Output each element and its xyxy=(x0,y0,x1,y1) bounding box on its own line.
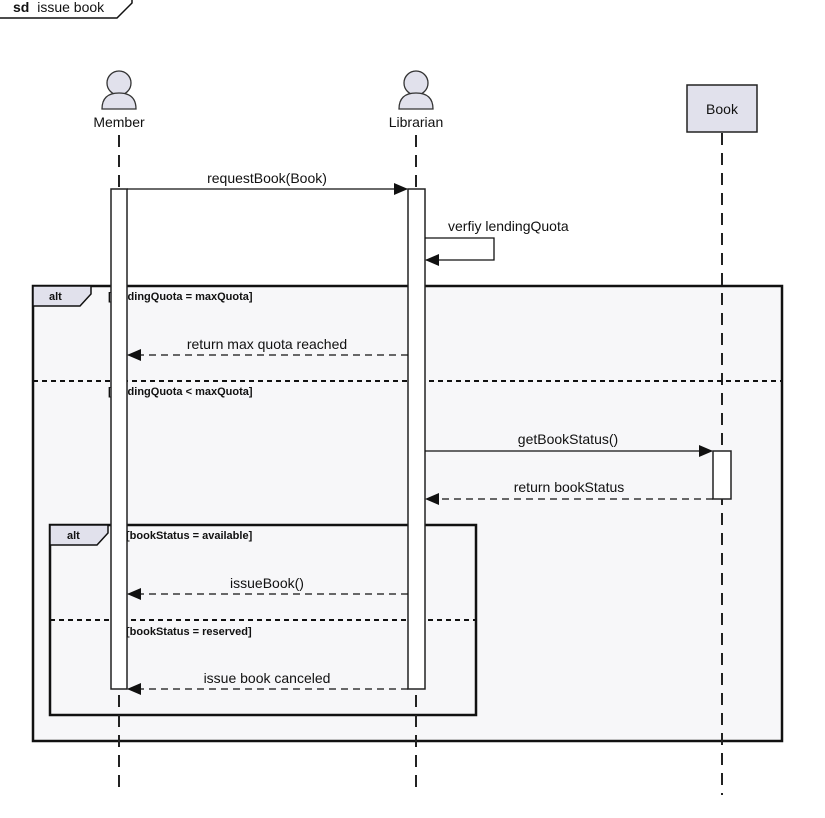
participant-label: Member xyxy=(93,114,145,130)
message-label: verfiy lendingQuota xyxy=(448,218,569,234)
svg-text:sd issue book: sd issue book xyxy=(13,0,105,15)
diagram-title: issue book xyxy=(37,0,105,15)
message-label: return bookStatus xyxy=(514,479,625,495)
message-label: return max quota reached xyxy=(187,336,347,352)
participant-librarian[interactable]: Librarian xyxy=(389,70,443,130)
participant-member[interactable]: Member xyxy=(93,70,145,130)
participant-label: Librarian xyxy=(389,114,443,130)
fragment-operator: alt xyxy=(49,291,62,303)
sd-frame-tab: sd issue book xyxy=(0,0,133,19)
guard-condition: [bookStatus = available] xyxy=(126,530,253,542)
object-box xyxy=(686,84,758,133)
guard-condition: [lendingQuota < maxQuota] xyxy=(108,386,253,398)
alt-fragment-inner-labels: alt [bookStatus = available] [bookStatus… xyxy=(49,524,476,638)
message-issuebook[interactable]: issueBook() xyxy=(127,575,408,600)
guard-condition: [bookStatus = reserved] xyxy=(126,626,252,638)
message-verify-quota[interactable]: verfiy lendingQuota xyxy=(425,218,569,266)
message-getbookstatus[interactable]: getBookStatus() xyxy=(425,431,713,457)
message-issue-canceled[interactable]: issue book canceled xyxy=(127,670,408,695)
message-return-bookstatus[interactable]: return bookStatus xyxy=(425,479,713,505)
message-requestbook[interactable]: requestBook(Book) xyxy=(127,170,408,195)
message-label: requestBook(Book) xyxy=(207,170,327,186)
participant-book[interactable]: Book xyxy=(686,84,758,133)
participant-label: Book xyxy=(706,101,739,117)
fragment-operator: alt xyxy=(67,530,80,542)
guard-condition: [lendingQuota = maxQuota] xyxy=(108,291,253,303)
message-label: issueBook() xyxy=(230,575,304,591)
message-return-max-quota[interactable]: return max quota reached xyxy=(127,336,408,361)
activation-bar-librarian xyxy=(407,188,426,690)
message-label: issue book canceled xyxy=(204,670,331,686)
activation-bar-book xyxy=(712,450,732,500)
message-label: getBookStatus() xyxy=(518,431,618,447)
self-message-arrow xyxy=(425,237,495,266)
fragment-operator-tab xyxy=(32,285,92,307)
actor-stick-figure-icon xyxy=(101,70,137,110)
alt-fragment-outer-labels: alt [lendingQuota = maxQuota] [lendingQu… xyxy=(32,285,782,398)
actor-stick-figure-icon xyxy=(398,70,434,110)
sd-keyword: sd xyxy=(13,0,29,15)
fragment-operator-tab xyxy=(49,524,109,546)
activation-bar-member xyxy=(110,188,128,690)
